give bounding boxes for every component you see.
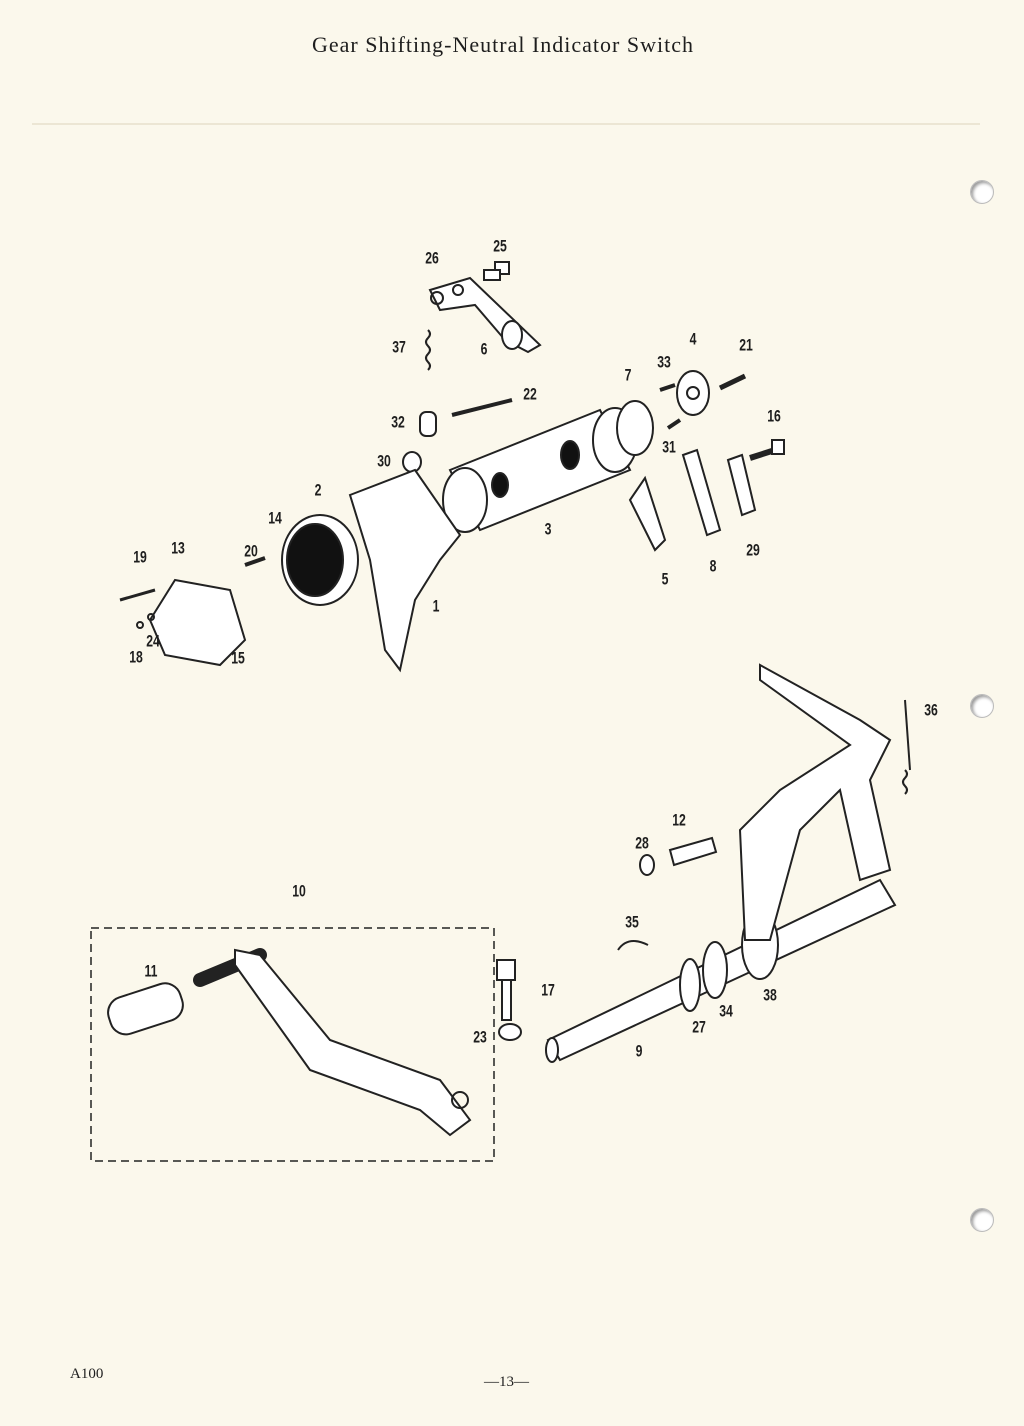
binder-hole [970, 1208, 994, 1232]
part-callout-19: 19 [133, 547, 147, 567]
binder-hole [970, 694, 994, 718]
model-code: A100 [70, 1366, 104, 1382]
part-callout-1: 1 [432, 596, 440, 616]
part-callout-9: 9 [635, 1041, 643, 1061]
part-callout-15: 15 [231, 648, 245, 668]
page-number: —13— [484, 1374, 529, 1390]
part-callout-13: 13 [171, 538, 185, 558]
part-callout-30: 30 [377, 451, 391, 471]
part-callout-8: 8 [709, 556, 717, 576]
part-callout-34: 34 [719, 1001, 733, 1021]
part-callout-25: 25 [493, 236, 507, 256]
part-callout-7: 7 [624, 365, 632, 385]
part-callout-38: 38 [763, 985, 777, 1005]
shift-fork [348, 468, 462, 673]
part-callout-21: 21 [739, 335, 753, 355]
part-callout-4: 4 [689, 329, 697, 349]
gear-change-pedal-assembly-box [90, 927, 495, 1162]
part-callout-33: 33 [657, 352, 671, 372]
part-callout-31: 31 [662, 437, 676, 457]
part-callout-37: 37 [392, 337, 406, 357]
part-callout-27: 27 [692, 1017, 706, 1037]
part-callout-18: 18 [129, 647, 143, 667]
part-callout-23: 23 [473, 1027, 487, 1047]
part-callout-14: 14 [268, 508, 282, 528]
part-callout-24: 24 [146, 631, 160, 651]
part-callout-26: 26 [425, 248, 439, 268]
part-callout-16: 16 [767, 406, 781, 426]
part-callout-17: 17 [541, 980, 555, 1000]
part-callout-6: 6 [480, 339, 488, 359]
part-callout-32: 32 [391, 412, 405, 432]
part-callout-28: 28 [635, 833, 649, 853]
part-callout-5: 5 [661, 569, 669, 589]
part-callout-2: 2 [314, 480, 322, 500]
binder-hole [970, 180, 994, 204]
part-callout-12: 12 [672, 810, 686, 830]
part-callout-36: 36 [924, 700, 938, 720]
part-callout-20: 20 [244, 541, 258, 561]
part-callout-22: 22 [523, 384, 537, 404]
header-rule [32, 123, 980, 125]
part-callout-11: 11 [144, 961, 158, 981]
part-callout-29: 29 [746, 540, 760, 560]
page-title: Gear Shifting-Neutral Indicator Switch [312, 32, 694, 57]
part-callout-35: 35 [625, 912, 639, 932]
part-callout-10: 10 [292, 881, 306, 901]
part-callout-3: 3 [544, 519, 552, 539]
